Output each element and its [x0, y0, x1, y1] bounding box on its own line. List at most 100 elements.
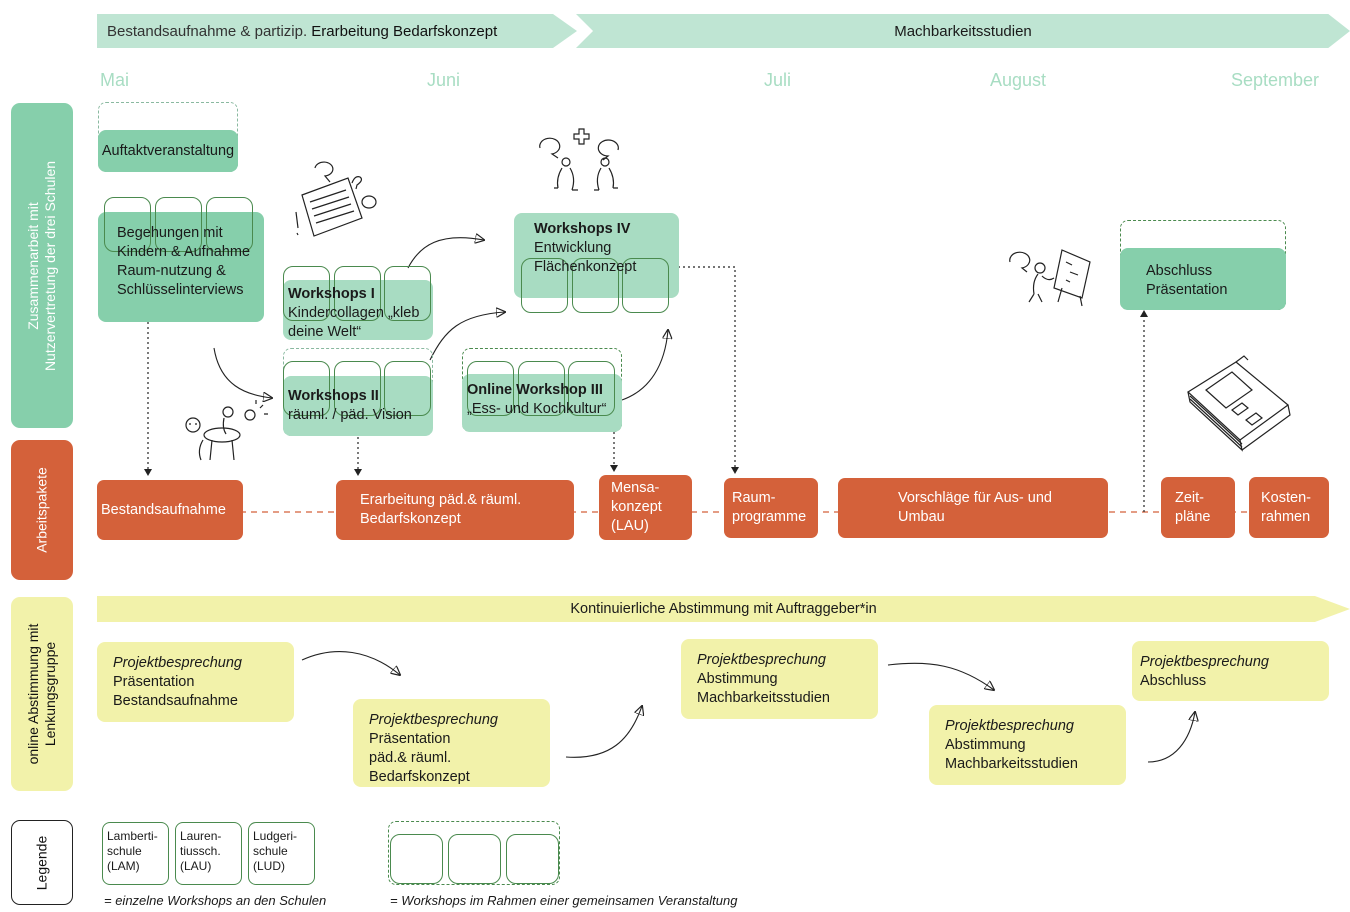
sketch-report-book-icon	[1187, 355, 1291, 452]
sketch-presenter-icon	[1009, 249, 1091, 307]
package-vorschlaege: Vorschläge für Aus- und Umbau	[838, 478, 1108, 538]
sketch-round-table-icon	[185, 400, 268, 461]
month-label: September	[1231, 70, 1320, 90]
meeting-title: Projektbesprechung	[697, 652, 826, 668]
sketch-paper-icon	[295, 161, 377, 237]
workshop-2-desc: räuml. / päd. Vision	[288, 406, 412, 423]
package-label: Mensa-konzept (LAU)	[611, 480, 662, 534]
legend-school-2: Lauren-tiussch. (LAU)	[175, 822, 242, 885]
abschluss-label: Abschluss Präsentation	[1146, 263, 1228, 298]
workshop-1-box	[283, 280, 433, 340]
legend-school-1: Lamberti-schule (LAM)	[102, 822, 169, 885]
school-cell	[384, 361, 431, 416]
arrow-ws2-up	[429, 312, 505, 361]
workshop-2-text: Workshops II räuml. / päd. Vision	[288, 387, 428, 425]
workshop-3-text: Online Workshop III „Ess- und Kochkultur…	[467, 381, 622, 419]
school-cell	[334, 266, 381, 321]
school-cell	[155, 197, 202, 252]
school-cell	[206, 197, 253, 252]
workshop-2-title: Workshops II	[288, 388, 379, 404]
legend-school-label: Ludgeri-schule (LUD)	[253, 829, 298, 873]
meeting-title: Projektbesprechung	[945, 718, 1074, 734]
school-cell	[572, 258, 619, 313]
phase-2-label: Machbarkeitsstudien	[894, 22, 1032, 40]
workshop-3-box	[462, 374, 622, 432]
sketch-people-talking-icon	[539, 128, 619, 191]
workshop-4-text: Workshops IV Entwicklung Flächenkonzept	[534, 220, 674, 277]
meeting-title: Projektbesprechung	[1140, 654, 1269, 670]
school-cell	[283, 266, 330, 321]
school-cell	[104, 197, 151, 252]
legend-caption-joint: = Workshops im Rahmen einer gemeinsamen …	[390, 893, 738, 908]
legend-cell	[506, 834, 559, 884]
workshop-1-desc: Kindercollagen „kleb deine Welt“	[288, 304, 420, 340]
meeting-text: Abstimmung Machbarkeitsstudien	[945, 736, 1078, 772]
meeting-text: Abstimmung Machbarkeitsstudien	[697, 670, 830, 706]
auftakt-label: Auftaktveranstaltung	[101, 142, 235, 159]
package-bestandsaufnahme: Bestandsaufnahme	[97, 480, 243, 540]
row-label-online-text: online Abstimmung mit Lenkungsgruppe	[25, 623, 58, 765]
workshop-3-desc: „Ess- und Kochkultur“	[467, 400, 607, 417]
row-label-packages: Arbeitspakete	[11, 440, 73, 580]
begehungen-label: Begehungen mit Kindern & Aufnahme Raum-n…	[117, 225, 251, 298]
dotted-link-raum	[678, 266, 736, 468]
workshop-4-title: Workshops IV	[534, 221, 631, 237]
package-label: Zeit-pläne	[1175, 489, 1211, 525]
package-label: Kosten-rahmen	[1261, 489, 1311, 525]
package-mensakonzept: Mensa-konzept (LAU)	[599, 475, 692, 540]
workshop-1-title: Workshops I	[288, 286, 375, 302]
month-label: Juli	[764, 70, 792, 90]
workshop-4-box	[514, 213, 679, 298]
abschluss-box	[1120, 248, 1286, 310]
school-cell	[518, 361, 565, 416]
meeting-text: Abschluss	[1140, 672, 1207, 689]
package-zeitplaene: Zeit-pläne	[1161, 477, 1235, 538]
legend-cell	[448, 834, 501, 884]
legend-school-label: Lauren-tiussch. (LAU)	[180, 829, 222, 873]
continuous-coordination-banner: Kontinuierliche Abstimmung mit Auftragge…	[97, 596, 1350, 622]
workshop-4-desc: Entwicklung Flächenkonzept	[534, 239, 637, 275]
arrow-begehungen-ws2	[213, 347, 272, 398]
meeting-box: Projektbesprechung Abschluss	[1132, 641, 1329, 701]
package-raumprogramme: Raum-programme	[724, 478, 818, 538]
legend-joint-frame	[388, 821, 560, 885]
row-label-collab-text: Zusammenarbeit mit Nutzervertretung der …	[25, 160, 58, 371]
row-label-collab: Zusammenarbeit mit Nutzervertretung der …	[11, 103, 73, 428]
meeting-box: Projektbesprechung Abstimmung Machbarkei…	[929, 705, 1126, 785]
phase-banner-2: Machbarkeitsstudien	[576, 14, 1350, 48]
row-label-packages-text: Arbeitspakete	[33, 467, 50, 553]
row-label-legend-text: Legende	[33, 835, 50, 890]
package-label: Bestandsaufnahme	[101, 501, 226, 518]
legend-school-3: Ludgeri-schule (LUD)	[248, 822, 315, 885]
legend-school-label: Lamberti-schule (LAM)	[107, 829, 158, 873]
meeting-box: Projektbesprechung Präsentation Bestands…	[97, 642, 294, 722]
package-kostenrahmen: Kosten-rahmen	[1249, 477, 1329, 538]
month-label: Juni	[427, 70, 461, 90]
month-label: Mai	[100, 70, 130, 90]
legend-caption-individual: = einzelne Workshops an den Schulen	[104, 893, 327, 908]
meeting-text: Präsentation päd.& räuml. Bedarfskonzept	[369, 730, 470, 785]
school-cell	[568, 361, 615, 416]
phase-1-prefix: Bestandsaufnahme & partizip.	[107, 22, 308, 40]
school-cell	[334, 361, 381, 416]
phase-1-suffix: Erarbeitung Bedarfskonzept	[311, 22, 498, 40]
arrow-ws3-ws4	[621, 330, 668, 401]
workshop-2-box	[283, 376, 433, 436]
arrow-meeting-3-4	[887, 662, 994, 690]
package-bedarfskonzept: Erarbeitung päd.& räuml. Bedarfskonzept	[336, 480, 574, 540]
package-label: Vorschläge für Aus- und Umbau	[898, 490, 1052, 525]
package-label: Raum-programme	[732, 490, 807, 525]
school-cell	[467, 361, 514, 416]
meeting-box: Projektbesprechung Abstimmung Machbarkei…	[681, 639, 878, 719]
auftakt-box: Auftaktveranstaltung	[98, 130, 238, 172]
workshop-3-title: Online Workshop III	[467, 382, 603, 398]
legend-cell	[390, 834, 443, 884]
arrow-ws1-ws4	[407, 238, 484, 269]
phase-banner-1: Bestandsaufnahme & partizip. Erarbeitung…	[97, 14, 577, 48]
row-label-legend: Legende	[11, 820, 73, 905]
school-cell	[521, 258, 568, 313]
arrow-meeting-1-2	[301, 651, 400, 675]
school-cell	[622, 258, 669, 313]
meeting-box: Projektbesprechung Präsentation päd.& rä…	[353, 699, 550, 787]
